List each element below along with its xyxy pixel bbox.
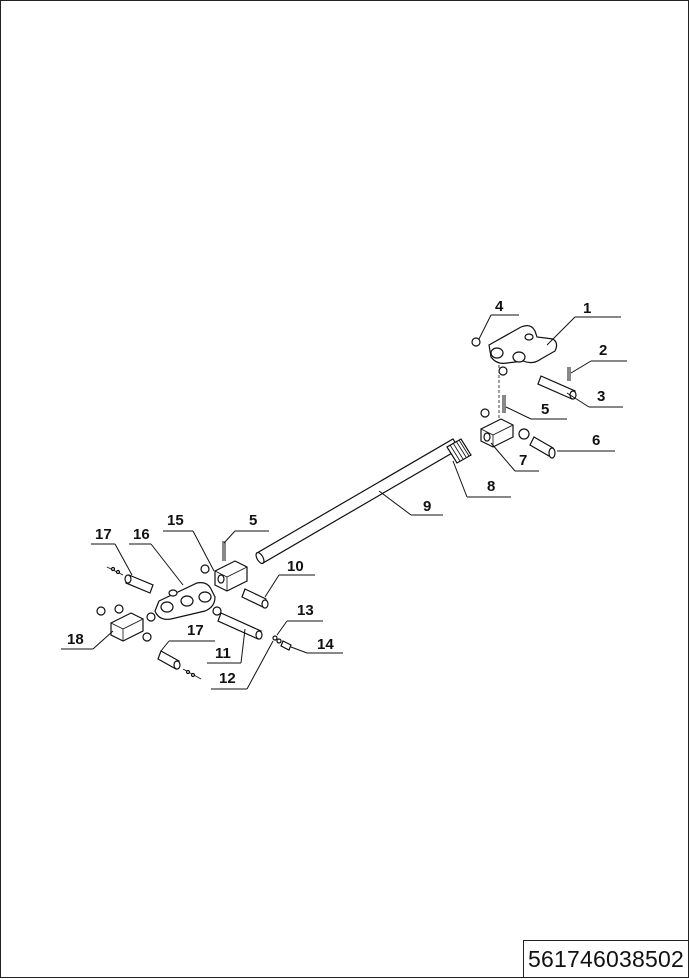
callout-17b: 17 bbox=[187, 622, 204, 639]
callout-6: 6 bbox=[592, 432, 600, 449]
lower-arm-bushing bbox=[212, 606, 222, 616]
callout-3: 3 bbox=[597, 388, 605, 405]
cotter-pin-middle bbox=[502, 395, 506, 413]
leader-lines bbox=[61, 314, 627, 690]
callout-7: 7 bbox=[519, 452, 527, 469]
clevis-pin bbox=[529, 436, 556, 459]
link-bushing-4 bbox=[146, 612, 156, 622]
lower-clevis-pin bbox=[241, 588, 269, 609]
callout-2: 2 bbox=[599, 342, 607, 359]
upper-bushing bbox=[471, 337, 481, 347]
shaft bbox=[255, 438, 472, 565]
callout-12: 12 bbox=[219, 670, 236, 687]
callout-13: 13 bbox=[297, 602, 314, 619]
long-connecting-pin bbox=[217, 612, 263, 640]
lower-link-block bbox=[110, 612, 144, 642]
callout-16: 16 bbox=[133, 526, 150, 543]
callout-4: 4 bbox=[495, 298, 504, 315]
upper-pin bbox=[498, 366, 577, 400]
callouts: 4 1 2 3 5 6 7 8 9 5 15 16 17 10 13 14 17… bbox=[67, 298, 607, 687]
callout-14: 14 bbox=[317, 636, 334, 653]
shaft-spline bbox=[446, 438, 472, 464]
link-bushing-3 bbox=[142, 632, 152, 642]
lower-long-pin-lower bbox=[157, 650, 202, 680]
callout-8: 8 bbox=[487, 478, 495, 495]
callout-18: 18 bbox=[67, 631, 84, 648]
callout-5a: 5 bbox=[541, 401, 549, 418]
callout-5b: 5 bbox=[249, 512, 257, 529]
lower-clevis bbox=[214, 560, 248, 592]
shaft-end-clevis bbox=[480, 418, 514, 448]
callout-1: 1 bbox=[583, 300, 591, 317]
washer-and-bolt bbox=[272, 635, 292, 651]
link-bushing-1 bbox=[96, 606, 106, 616]
callout-17a: 17 bbox=[95, 526, 112, 543]
document-number: 561746038502 bbox=[523, 940, 688, 977]
upper-lever-arm bbox=[488, 325, 558, 364]
callout-11: 11 bbox=[215, 645, 231, 662]
callout-9: 9 bbox=[423, 498, 431, 515]
lower-lever-arm bbox=[154, 582, 216, 620]
callout-10: 10 bbox=[287, 558, 304, 575]
callout-15: 15 bbox=[167, 512, 184, 529]
lower-clevis-bushing bbox=[200, 564, 210, 574]
clevis-bushing-left bbox=[480, 408, 490, 418]
cotter-pin-upper bbox=[567, 367, 571, 381]
link-bushing-2 bbox=[114, 604, 124, 614]
lower-long-pin-upper bbox=[106, 566, 154, 594]
clevis-bushing-right bbox=[518, 428, 530, 440]
cotter-pin-lower bbox=[222, 541, 226, 561]
